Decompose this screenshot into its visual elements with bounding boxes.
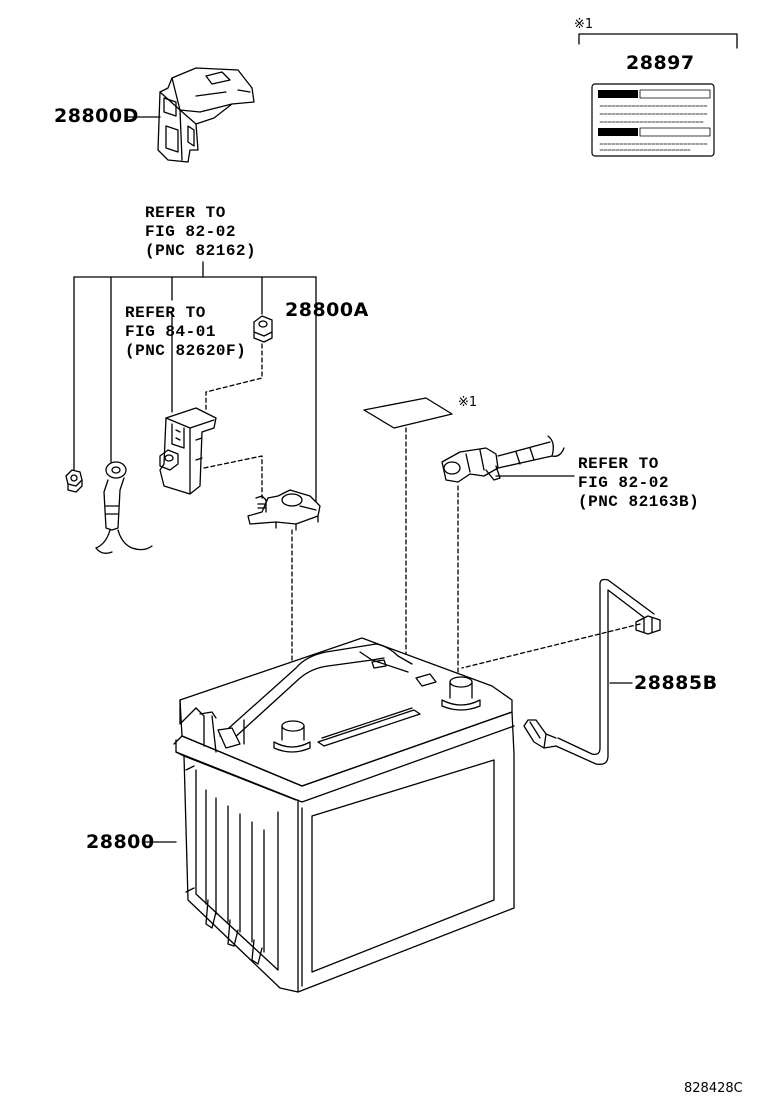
bracket-28897 [578,33,738,49]
negative-cable-82163B [441,435,565,483]
ref-top-line2: FIG 82-02 [145,223,236,241]
part-number-28800A[interactable]: 28800A [285,299,369,321]
drawing-code: 828428C [684,1081,743,1096]
part-number-28800D[interactable]: 28800D [54,105,139,127]
nut-upper [253,315,273,343]
ref-mid-line1: REFER TO [125,304,206,322]
fusible-link-block [159,313,217,495]
ref-right-line1: REFER TO [578,455,659,473]
nut-left [65,469,83,493]
caution-label-28897 [578,33,738,157]
reference-bracket-82162 [73,261,317,513]
dash-nut-to-clamp [205,343,263,411]
vent-tube-28885B [523,578,661,765]
part-number-28800[interactable]: 28800 [86,831,155,853]
note-mark-top: ※1 [574,17,594,32]
ground-terminal-cable [95,461,153,554]
ref-right-line2: FIG 82-02 [578,474,669,492]
ref-mid-line3: (PNC 82620F) [125,342,247,360]
dash-block-to-terminal [203,455,263,499]
ref-top-line1: REFER TO [145,204,226,222]
battery-28800 [173,637,515,993]
protective-sheet [363,397,453,429]
ref-top-line3: (PNC 82162) [145,242,257,260]
part-number-28897[interactable]: 28897 [626,52,695,74]
note-mark-sheet: ※1 [458,395,478,410]
battery-terminal-cover-28800D [157,67,255,163]
battery-terminal-28800A [247,489,321,531]
ref-right-line3: (PNC 82163B) [578,493,700,511]
part-number-28885B[interactable]: 28885B [634,672,718,694]
dash-tube-to-battery [461,623,641,669]
ref-mid-line2: FIG 84-01 [125,323,216,341]
